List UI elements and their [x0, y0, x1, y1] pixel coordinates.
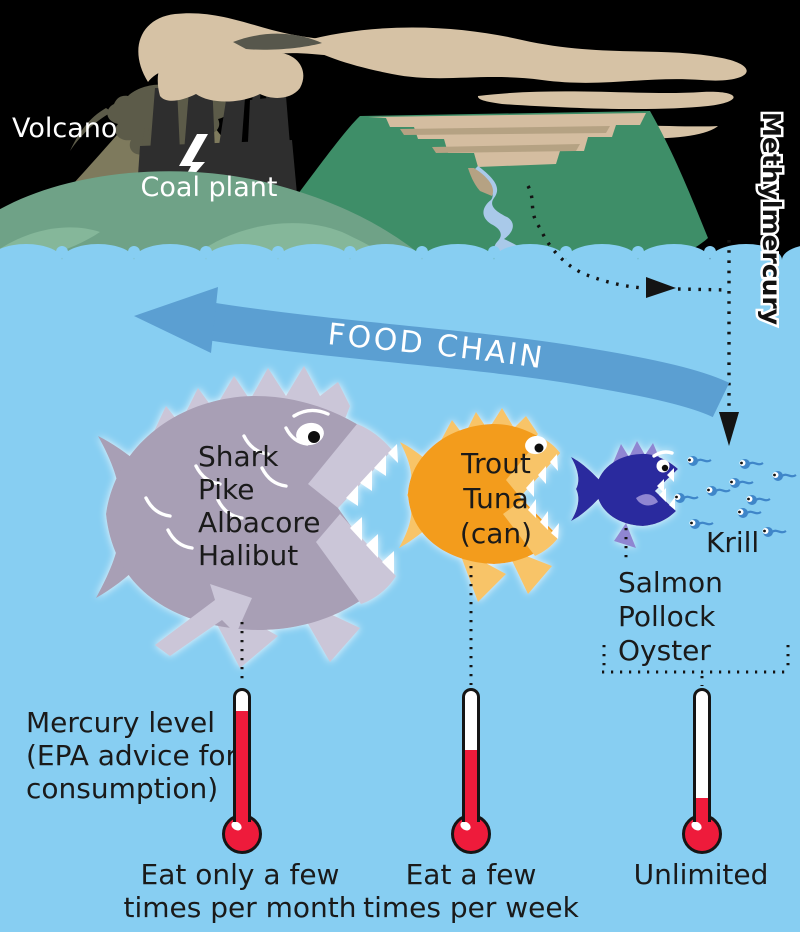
advice-line: Unlimited [633, 858, 769, 891]
krill-label: Krill [706, 526, 760, 559]
species-item: Salmon [618, 566, 723, 599]
large-fish [96, 366, 398, 668]
small-fish-eye [652, 450, 674, 473]
advice-low: Unlimited [571, 858, 800, 891]
thermometer-medium [451, 688, 491, 860]
large-fish-species-list: Shark Pike Albacore Halibut [198, 440, 321, 572]
coal-plant-label: Coal plant [140, 172, 278, 203]
thermometer-tube [462, 688, 480, 822]
medium-fish-species-list: Trout Tuna (can) [416, 446, 576, 551]
mercury-level-line: (EPA advice for [26, 739, 238, 772]
thermometer-high [222, 688, 262, 860]
species-item: Halibut [198, 539, 299, 572]
mercury-arrow-down [719, 412, 739, 446]
mercury-fill [465, 749, 477, 822]
species-item: Oyster [618, 634, 711, 667]
species-item: Tuna [463, 482, 529, 515]
large-fish-eye [292, 408, 330, 446]
advice-line: Eat a few [405, 858, 537, 891]
mercury-level-line: Mercury level [26, 706, 215, 739]
medium-fish [399, 408, 560, 602]
species-item: (can) [459, 517, 533, 550]
mercury-fill [696, 798, 708, 822]
smoke-plumes [138, 13, 747, 139]
methylmercury-label: Methylmercury [757, 112, 786, 325]
species-item: Trout [461, 447, 531, 480]
mercury-level-label: Mercury level (EPA advice for consumptio… [26, 706, 237, 805]
species-item: Shark [198, 440, 279, 473]
advice-line: times per week [363, 891, 579, 924]
mercury-level-line: consumption) [26, 772, 219, 805]
small-fish [571, 441, 678, 548]
thermometer-tube [233, 688, 251, 822]
krill-swarm [674, 456, 797, 537]
advice-line: Eat only a few [140, 858, 340, 891]
species-item: Albacore [198, 506, 321, 539]
mercury-path [526, 185, 739, 446]
advice-high: Eat only a few times per month [110, 858, 370, 924]
small-fish-species-list: Salmon Pollock Oyster [618, 566, 723, 668]
thermometer-low [682, 688, 722, 860]
thermometer-connectors [240, 528, 790, 686]
medium-fish-eye [525, 435, 547, 455]
species-item: Pollock [618, 600, 716, 633]
advice-line: times per month [123, 891, 357, 924]
river [474, 166, 540, 270]
mercury-fill [236, 710, 248, 822]
advice-medium: Eat a few times per week [341, 858, 601, 924]
species-item: Pike [198, 473, 255, 506]
thermometer-tube [693, 688, 711, 822]
volcano-label: Volcano [12, 113, 118, 144]
